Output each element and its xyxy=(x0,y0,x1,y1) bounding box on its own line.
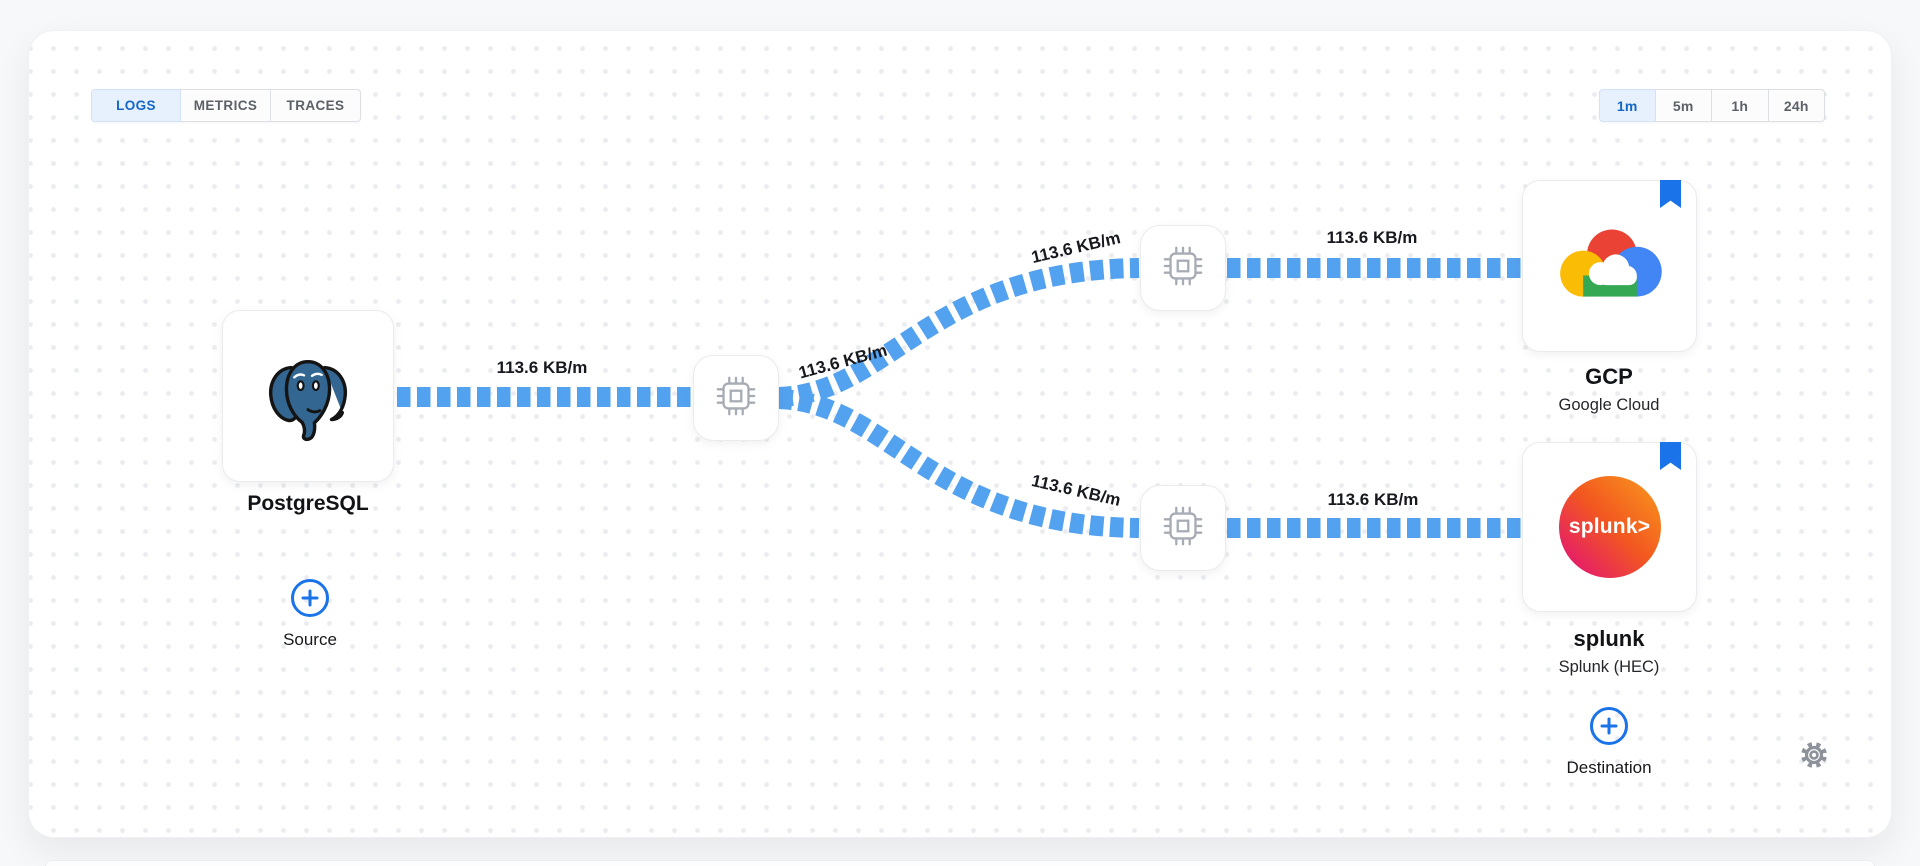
bookmark-icon[interactable] xyxy=(1660,442,1681,471)
tab-traces[interactable]: TRACES xyxy=(271,89,361,122)
processor-node-3[interactable] xyxy=(1140,485,1226,571)
settings-button[interactable] xyxy=(1797,739,1831,773)
time-range-1h[interactable]: 1h xyxy=(1712,89,1769,122)
tab-logs[interactable]: LOGS xyxy=(91,89,181,122)
edge-rate-label: 113.6 KB/m xyxy=(1326,228,1418,247)
destination-node-subtitle: Splunk (HEC) xyxy=(1558,658,1660,676)
processor-node-1[interactable] xyxy=(693,355,779,441)
splunk-icon: splunk> xyxy=(1558,476,1661,578)
telemetry-tabs: LOGS METRICS TRACES xyxy=(91,89,361,122)
splunk-logo-text: splunk> xyxy=(1568,515,1651,538)
next-panel-edge xyxy=(45,860,1875,866)
add-destination-label: Destination xyxy=(1566,758,1652,777)
cpu-icon xyxy=(1160,503,1206,554)
google-cloud-icon xyxy=(1552,218,1668,315)
destination-node-title: GCP xyxy=(1585,364,1633,389)
edge-rate-label: 113.6 KB/m xyxy=(1327,490,1419,509)
destination-node-gcp[interactable] xyxy=(1522,180,1697,352)
source-node-title: PostgreSQL xyxy=(247,492,369,515)
time-range-1m[interactable]: 1m xyxy=(1599,89,1656,122)
postgresql-icon xyxy=(259,345,357,448)
cpu-icon xyxy=(1160,243,1206,294)
destination-node-title: splunk xyxy=(1573,626,1645,651)
add-source-label: Source xyxy=(283,630,337,649)
time-range-5m[interactable]: 5m xyxy=(1655,89,1712,122)
add-source-button[interactable] xyxy=(291,579,329,617)
edge-rate-label: 113.6 KB/m xyxy=(496,358,588,377)
destination-node-splunk[interactable]: splunk> xyxy=(1522,442,1697,612)
tab-metrics[interactable]: METRICS xyxy=(181,89,271,122)
source-node-postgresql[interactable] xyxy=(222,310,394,482)
cpu-icon xyxy=(713,373,759,424)
destination-node-subtitle: Google Cloud xyxy=(1558,396,1660,414)
bookmark-icon[interactable] xyxy=(1660,180,1681,209)
time-range-selector: 1m 5m 1h 24h xyxy=(1599,89,1825,122)
processor-node-2[interactable] xyxy=(1140,225,1226,311)
add-destination-button[interactable] xyxy=(1590,707,1628,745)
time-range-24h[interactable]: 24h xyxy=(1768,89,1825,122)
gear-icon xyxy=(1798,742,1830,774)
